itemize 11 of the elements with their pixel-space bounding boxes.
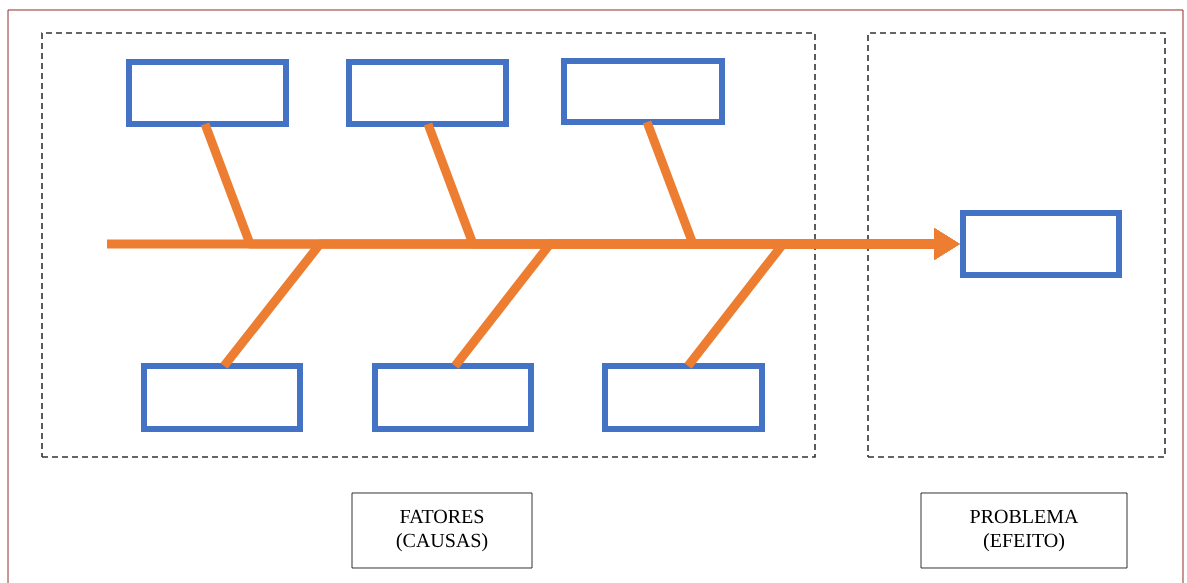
empty-box (602, 363, 765, 432)
empty-box (561, 58, 725, 125)
empty-box (372, 363, 534, 432)
caption-box: PROBLEMA (EFEITO) (920, 492, 1128, 569)
dashed-region-box (867, 32, 1166, 458)
dashed-region-box (41, 32, 816, 458)
empty-box (960, 210, 1122, 278)
empty-box (141, 363, 303, 432)
empty-box (346, 59, 509, 127)
caption-box: FATORES (CAUSAS) (351, 492, 533, 569)
empty-box (126, 59, 289, 127)
